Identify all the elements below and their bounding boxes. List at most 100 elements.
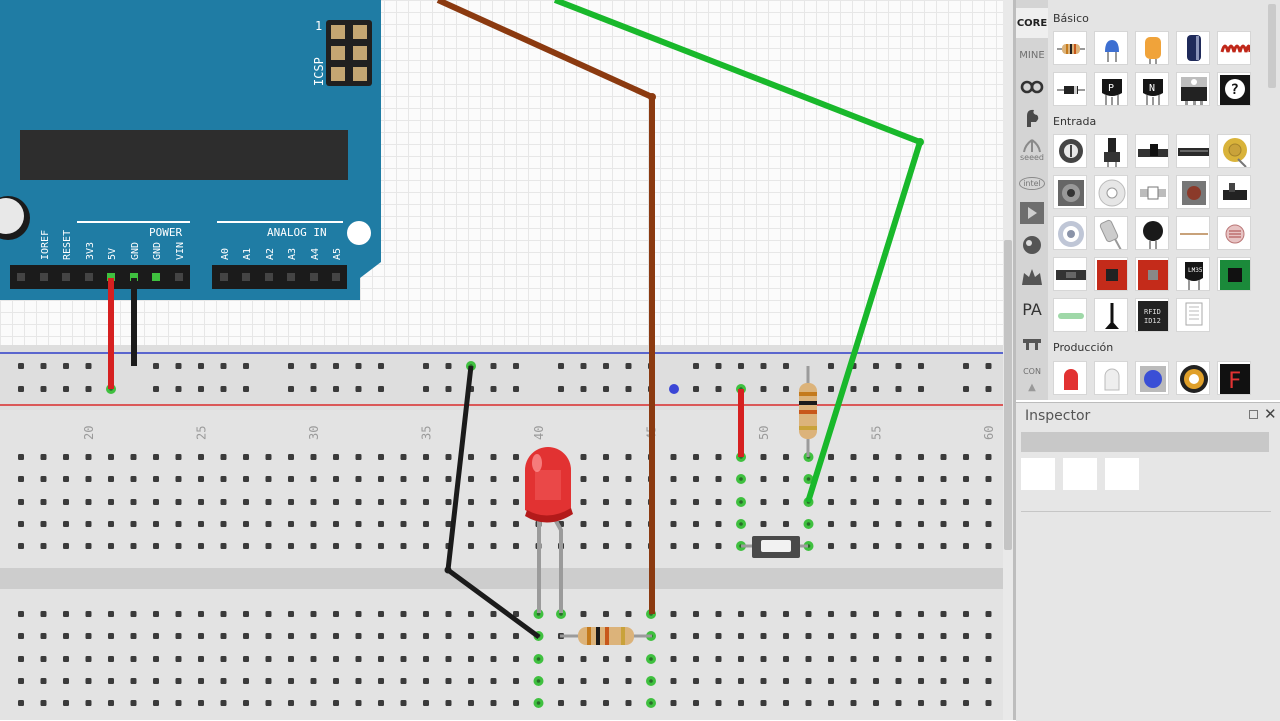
rgb-led-icon[interactable] bbox=[1094, 361, 1128, 395]
snootlab-tab[interactable] bbox=[1016, 230, 1048, 260]
laser-icon[interactable] bbox=[1135, 361, 1169, 395]
potentiometer-icon[interactable] bbox=[1053, 134, 1087, 168]
resistor-horizontal[interactable] bbox=[560, 627, 652, 645]
dip-switch-icon[interactable] bbox=[1094, 175, 1128, 209]
pushbutton-icon[interactable] bbox=[1176, 175, 1210, 209]
canvas-scroll-thumb[interactable] bbox=[1004, 240, 1012, 550]
photocell-icon[interactable] bbox=[1217, 216, 1251, 250]
diode-icon[interactable] bbox=[1053, 72, 1087, 106]
arduino-tab[interactable] bbox=[1016, 72, 1048, 102]
electrolytic-capacitor-blue-icon[interactable] bbox=[1176, 31, 1210, 65]
power-pin-label: RESET bbox=[62, 230, 73, 260]
gyro-breakout-icon[interactable] bbox=[1135, 257, 1169, 291]
inspector-part-title-field[interactable] bbox=[1021, 432, 1269, 452]
tilt-switch-icon[interactable] bbox=[1094, 216, 1128, 250]
close-icon[interactable]: ✕ bbox=[1264, 405, 1277, 423]
electrolytic-capacitor-yellow-icon[interactable] bbox=[1135, 31, 1169, 65]
core-tab[interactable]: CORE bbox=[1016, 8, 1048, 38]
pa-tab[interactable]: PA bbox=[1016, 294, 1048, 324]
wires[interactable] bbox=[108, 0, 924, 640]
pushbutton[interactable] bbox=[741, 536, 808, 558]
temperature-sensor-icon[interactable] bbox=[1135, 216, 1169, 250]
category-title-entrada: Entrada bbox=[1053, 115, 1097, 128]
column-number: 60 bbox=[982, 426, 996, 440]
header-pin[interactable] bbox=[40, 273, 48, 281]
humidity-sensor-icon[interactable] bbox=[1176, 298, 1210, 332]
header-pin[interactable] bbox=[310, 273, 318, 281]
power-header[interactable] bbox=[10, 265, 190, 289]
microphone-icon[interactable] bbox=[1094, 298, 1128, 332]
header-pin[interactable] bbox=[220, 273, 228, 281]
canvas-vertical-scrollbar[interactable] bbox=[1003, 0, 1013, 720]
column-number: 25 bbox=[195, 426, 209, 440]
parts-bin-scroll-thumb[interactable] bbox=[1268, 4, 1276, 88]
header-pin[interactable] bbox=[152, 273, 160, 281]
seeed-tab[interactable]: seeed bbox=[1016, 134, 1048, 166]
seven-segment-icon[interactable]: F bbox=[1217, 361, 1251, 395]
analog-header[interactable] bbox=[212, 265, 347, 289]
header-pin[interactable] bbox=[242, 273, 250, 281]
reed-sensor-icon[interactable] bbox=[1053, 298, 1087, 332]
mystery-part-icon[interactable]: ? bbox=[1217, 72, 1251, 106]
led-ring-icon[interactable] bbox=[1176, 361, 1210, 395]
icsp-pin1-label: 1 bbox=[315, 19, 322, 33]
lm35-icon[interactable]: LM35 bbox=[1176, 257, 1210, 291]
rotary-encoder-icon[interactable] bbox=[1053, 175, 1087, 209]
parts-bin-scrollbar[interactable] bbox=[1266, 0, 1278, 400]
con-tab[interactable]: CON bbox=[1016, 356, 1048, 386]
header-pin[interactable] bbox=[175, 273, 183, 281]
contrib-tab[interactable] bbox=[1016, 326, 1048, 356]
tabs-scroll-up-icon[interactable]: ▲ bbox=[1028, 381, 1036, 393]
header-pin[interactable] bbox=[85, 273, 93, 281]
header-pin[interactable] bbox=[265, 273, 273, 281]
gas-sensor-board-icon[interactable] bbox=[1217, 257, 1251, 291]
header-pin[interactable] bbox=[287, 273, 295, 281]
schematic-view-preview bbox=[1063, 458, 1097, 490]
slide-potentiometer-long-icon[interactable] bbox=[1176, 134, 1210, 168]
header-pin[interactable] bbox=[62, 273, 70, 281]
mine-tab[interactable]: MINE bbox=[1016, 40, 1048, 70]
ceramic-capacitor-icon[interactable] bbox=[1094, 31, 1128, 65]
toggle-switch-icon[interactable] bbox=[1135, 175, 1169, 209]
red-led[interactable] bbox=[525, 447, 573, 613]
icsp-header bbox=[326, 20, 372, 86]
slide-switch-icon[interactable] bbox=[1217, 175, 1251, 209]
slide-potentiometer-icon[interactable] bbox=[1135, 134, 1169, 168]
resistor-icon[interactable] bbox=[1053, 31, 1087, 65]
led-icon[interactable] bbox=[1053, 361, 1087, 395]
breadboard-holes[interactable] bbox=[18, 361, 992, 708]
inspector-divider bbox=[1021, 511, 1271, 512]
pnp-transistor-icon[interactable]: P bbox=[1094, 72, 1128, 106]
lilypad-tab[interactable] bbox=[1016, 262, 1048, 292]
intel-tab[interactable]: intel bbox=[1016, 168, 1048, 198]
parts-bin: CORE MINE seeed intel PA CON ▲ B bbox=[1016, 0, 1280, 400]
header-pin[interactable] bbox=[17, 273, 25, 281]
seven-segment-char: F bbox=[1228, 369, 1241, 394]
microcontroller-chip bbox=[20, 130, 348, 180]
npn-transistor-icon[interactable]: N bbox=[1135, 72, 1169, 106]
fet-transistor-icon[interactable] bbox=[1176, 72, 1210, 106]
wire-sensor-icon[interactable] bbox=[1176, 216, 1210, 250]
header-pin[interactable] bbox=[130, 273, 138, 281]
inductor-icon[interactable] bbox=[1217, 31, 1251, 65]
reed-switch-icon[interactable] bbox=[1053, 216, 1087, 250]
ir-receiver-icon[interactable] bbox=[1053, 257, 1087, 291]
piezo-icon[interactable] bbox=[1217, 134, 1251, 168]
rotary-potentiometer-icon[interactable] bbox=[1094, 134, 1128, 168]
header-pin[interactable] bbox=[332, 273, 340, 281]
header-pin[interactable] bbox=[107, 273, 115, 281]
sparkfun-tab[interactable] bbox=[1016, 103, 1048, 133]
panel-splitter[interactable] bbox=[1013, 0, 1016, 720]
resistor-vertical[interactable] bbox=[799, 366, 817, 457]
float-panel-icon[interactable] bbox=[1249, 410, 1258, 419]
accelerometer-icon[interactable] bbox=[1094, 257, 1128, 291]
play-tab[interactable] bbox=[1016, 198, 1048, 228]
column-number: 35 bbox=[420, 426, 434, 440]
